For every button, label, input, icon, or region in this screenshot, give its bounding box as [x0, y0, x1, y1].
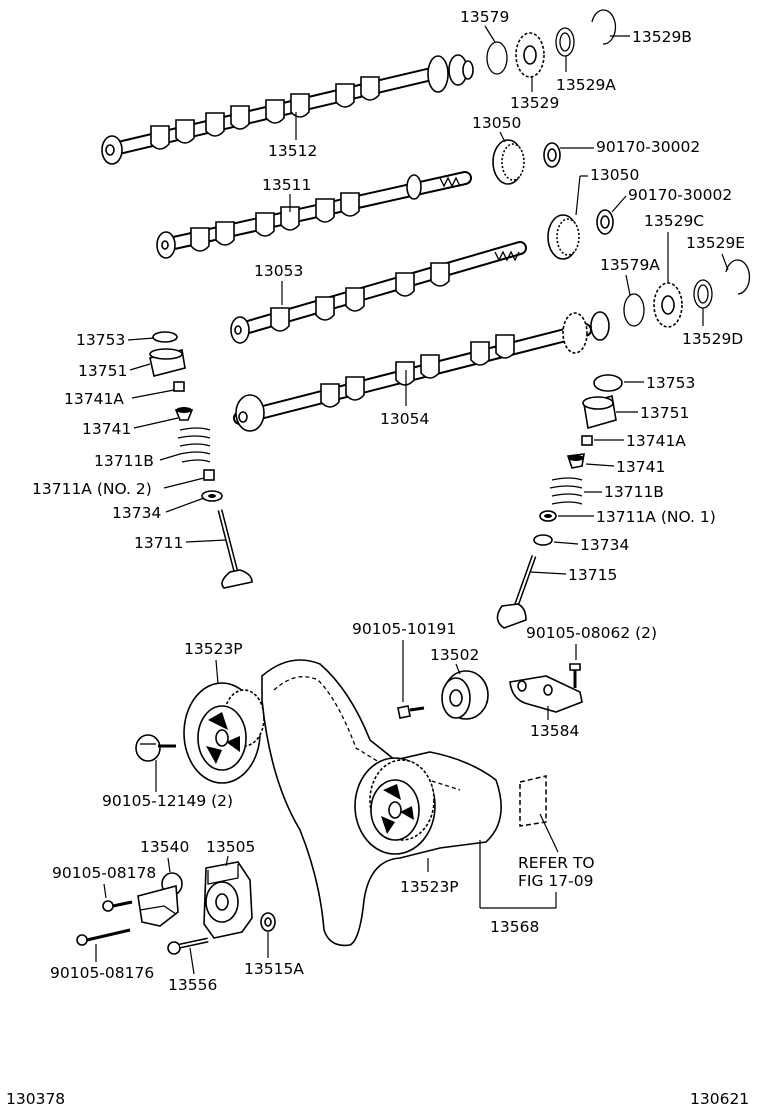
label-13711A-right: 13711A (NO. 1)	[596, 508, 716, 526]
oil-seal-90170-b	[596, 209, 614, 235]
label-13529D: 13529D	[682, 330, 743, 348]
tensioner-13505	[203, 861, 253, 939]
label-13054: 13054	[380, 410, 429, 428]
snap-ring-13529E	[725, 259, 751, 295]
label-90105-08062: 90105-08062 (2)	[526, 624, 657, 642]
snap-ring-13529B	[591, 9, 617, 45]
refer-block	[519, 775, 547, 827]
label-90170-a: 90170-30002	[596, 138, 700, 156]
label-90105-12149: 90105-12149 (2)	[102, 792, 233, 810]
label-13741-left: 13741	[82, 420, 131, 438]
washer-13515A	[260, 912, 276, 932]
label-13515A: 13515A	[244, 960, 304, 978]
label-13734-right: 13734	[580, 536, 629, 554]
label-13741A-right: 13741A	[626, 432, 686, 450]
label-13568: 13568	[490, 918, 539, 936]
label-13050-top: 13050	[472, 114, 521, 132]
label-13529A: 13529A	[556, 76, 616, 94]
figure-code-left: 130378	[6, 1090, 65, 1108]
label-13711: 13711	[134, 534, 183, 552]
cam-gear-13529C	[653, 282, 683, 328]
oil-seal-90170-a	[543, 142, 561, 168]
label-13751-left: 13751	[78, 362, 127, 380]
label-13711A-left: 13711A (NO. 2)	[32, 480, 152, 498]
camshaft-13511	[156, 171, 472, 259]
label-13512: 13512	[268, 142, 317, 160]
label-90105-08178: 90105-08178	[52, 864, 156, 882]
bolt-13556	[167, 937, 209, 955]
camshaft-13053	[230, 241, 527, 344]
ring-13529A	[555, 27, 575, 57]
label-13579A: 13579A	[600, 256, 660, 274]
camshaft-13054	[233, 311, 610, 432]
ring-13529D	[693, 279, 713, 309]
ring-13579A	[623, 293, 645, 327]
label-13741-right: 13741	[616, 458, 665, 476]
label-13540: 13540	[140, 838, 189, 856]
label-13711B-left: 13711B	[94, 452, 154, 470]
label-13751-right: 13751	[640, 404, 689, 422]
label-13584: 13584	[530, 722, 579, 740]
bolt-90105-08062	[569, 663, 581, 688]
label-13053: 13053	[254, 262, 303, 280]
label-13523P-bottom: 13523P	[400, 878, 459, 896]
label-13753-left: 13753	[76, 331, 125, 349]
label-13529C: 13529C	[644, 212, 704, 230]
label-13715: 13715	[568, 566, 617, 584]
label-13511: 13511	[262, 176, 311, 194]
label-13556: 13556	[168, 976, 217, 994]
snap-ring-13579	[486, 41, 508, 75]
label-13505: 13505	[206, 838, 255, 856]
label-13502: 13502	[430, 646, 479, 664]
label-13523P-top: 13523P	[184, 640, 243, 658]
bolt-90105-08178	[102, 900, 133, 912]
figure-code-right: 130621	[690, 1090, 749, 1108]
label-13529B: 13529B	[632, 28, 692, 46]
label-13753-right: 13753	[646, 374, 695, 392]
camshaft-gear-13050-mid	[547, 214, 580, 260]
label-13741A-left: 13741A	[64, 390, 124, 408]
bolt-90105-12149	[135, 734, 176, 762]
label-90170-b: 90170-30002	[628, 186, 732, 204]
label-13529: 13529	[510, 94, 559, 112]
pulley-13523P-bottom	[354, 757, 436, 855]
bracket-13540	[137, 872, 183, 927]
label-90105-08176: 90105-08176	[50, 964, 154, 982]
idler-13502	[441, 670, 489, 720]
label-13579: 13579	[460, 8, 509, 26]
cam-gear-13529	[515, 32, 545, 78]
refer-line-2: FIG 17-09	[518, 872, 593, 890]
label-90105-10191: 90105-10191	[352, 620, 456, 638]
label-13050-mid: 13050	[590, 166, 639, 184]
left-valve-train	[149, 331, 253, 589]
label-13529E: 13529E	[686, 234, 745, 252]
label-13734-left: 13734	[112, 504, 161, 522]
bolt-90105-08176	[76, 928, 131, 946]
refer-line-1: REFER TO	[518, 854, 595, 872]
bracket-13584	[509, 675, 583, 713]
label-13711B-right: 13711B	[604, 483, 664, 501]
pulley-13523P-top	[183, 682, 265, 784]
camshaft-13512	[101, 54, 474, 165]
right-valve-train	[496, 374, 623, 629]
camshaft-gear-13050-top	[492, 139, 525, 185]
bolt-90105-10191	[397, 705, 425, 719]
